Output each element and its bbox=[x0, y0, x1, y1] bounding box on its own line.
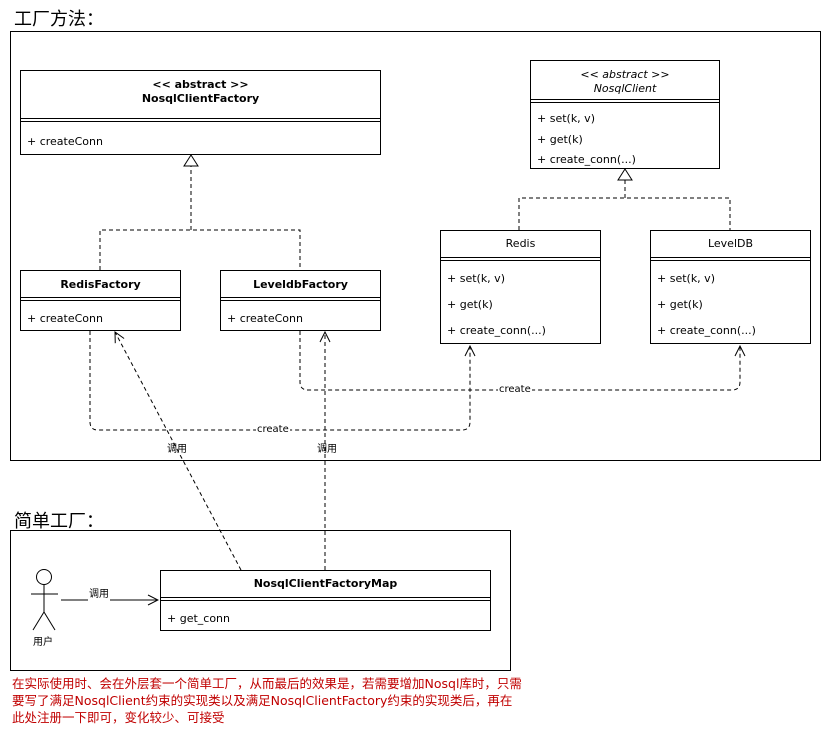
class-divider bbox=[161, 597, 490, 601]
actor-label: 用户 bbox=[33, 637, 53, 648]
class-name: LeveldbFactory bbox=[253, 278, 348, 291]
class-nosql-client-factory[interactable]: << abstract >> NosqlClientFactory + crea… bbox=[20, 70, 381, 155]
class-member: + get(k) bbox=[447, 298, 493, 311]
class-member: + createConn bbox=[27, 312, 103, 325]
class-member: + create_conn(...) bbox=[537, 153, 636, 166]
inherit-arrow-client bbox=[617, 168, 633, 181]
create-label-leveldb: create bbox=[498, 384, 532, 396]
simple-factory-frame bbox=[10, 530, 511, 671]
call-label-right: 调用 bbox=[317, 444, 337, 455]
class-member: + create_conn(...) bbox=[447, 324, 546, 337]
class-member: + create_conn(...) bbox=[657, 324, 756, 337]
inherit-redis-factory bbox=[99, 229, 301, 270]
class-nosql-client[interactable]: << abstract >> NosqlClient + set(k, v) +… bbox=[530, 60, 720, 169]
class-divider bbox=[531, 99, 719, 103]
user-actor-icon bbox=[31, 569, 58, 631]
factory-method-title: 工厂方法： bbox=[14, 9, 104, 30]
class-name: NosqlClientFactory bbox=[141, 92, 260, 105]
explanation-note: 在实际使用时、会在外层套一个简单工厂，从而最后的效果是，若需要增加Nosql库时… bbox=[12, 676, 522, 725]
class-member: + get(k) bbox=[537, 133, 583, 146]
inherit-arrow-factory bbox=[183, 154, 199, 167]
inherit-client-branches bbox=[518, 197, 731, 230]
class-name: NosqlClientFactoryMap bbox=[253, 577, 398, 590]
class-stereotype: << abstract >> bbox=[152, 78, 249, 91]
call-map-to-redisfactory bbox=[115, 332, 242, 571]
class-member: + createConn bbox=[27, 135, 103, 148]
class-divider bbox=[441, 257, 600, 261]
class-divider bbox=[21, 118, 380, 122]
class-nosql-client-factory-map[interactable]: NosqlClientFactoryMap + get_conn bbox=[160, 570, 491, 631]
class-divider bbox=[21, 297, 180, 301]
class-stereotype: << abstract >> bbox=[580, 68, 670, 81]
class-leveldb[interactable]: LevelDB + set(k, v) + get(k) + create_co… bbox=[650, 230, 811, 344]
factory-method-frame bbox=[10, 31, 821, 461]
class-name: NosqlClient bbox=[593, 82, 657, 95]
simple-factory-title: 简单工厂： bbox=[14, 511, 104, 532]
class-divider bbox=[651, 257, 810, 261]
class-member: + set(k, v) bbox=[447, 272, 505, 285]
class-divider bbox=[221, 297, 380, 301]
create-redisfactory-to-redis bbox=[89, 331, 470, 431]
class-member: + set(k, v) bbox=[657, 272, 715, 285]
class-redis[interactable]: Redis + set(k, v) + get(k) + create_conn… bbox=[440, 230, 601, 344]
class-member: + get(k) bbox=[657, 298, 703, 311]
class-name: Redis bbox=[505, 237, 536, 250]
class-leveldb-factory[interactable]: LeveldbFactory + createConn bbox=[220, 270, 381, 331]
call-label-left: 调用 bbox=[167, 444, 187, 455]
class-redis-factory[interactable]: RedisFactory + createConn bbox=[20, 270, 181, 331]
class-member: + get_conn bbox=[167, 612, 230, 625]
class-name: RedisFactory bbox=[60, 278, 141, 291]
create-label-redis: create bbox=[256, 424, 290, 436]
class-name: LevelDB bbox=[707, 237, 754, 250]
class-member: + set(k, v) bbox=[537, 112, 595, 125]
class-member: + createConn bbox=[227, 312, 303, 325]
call-label-user: 调用 bbox=[88, 589, 110, 601]
